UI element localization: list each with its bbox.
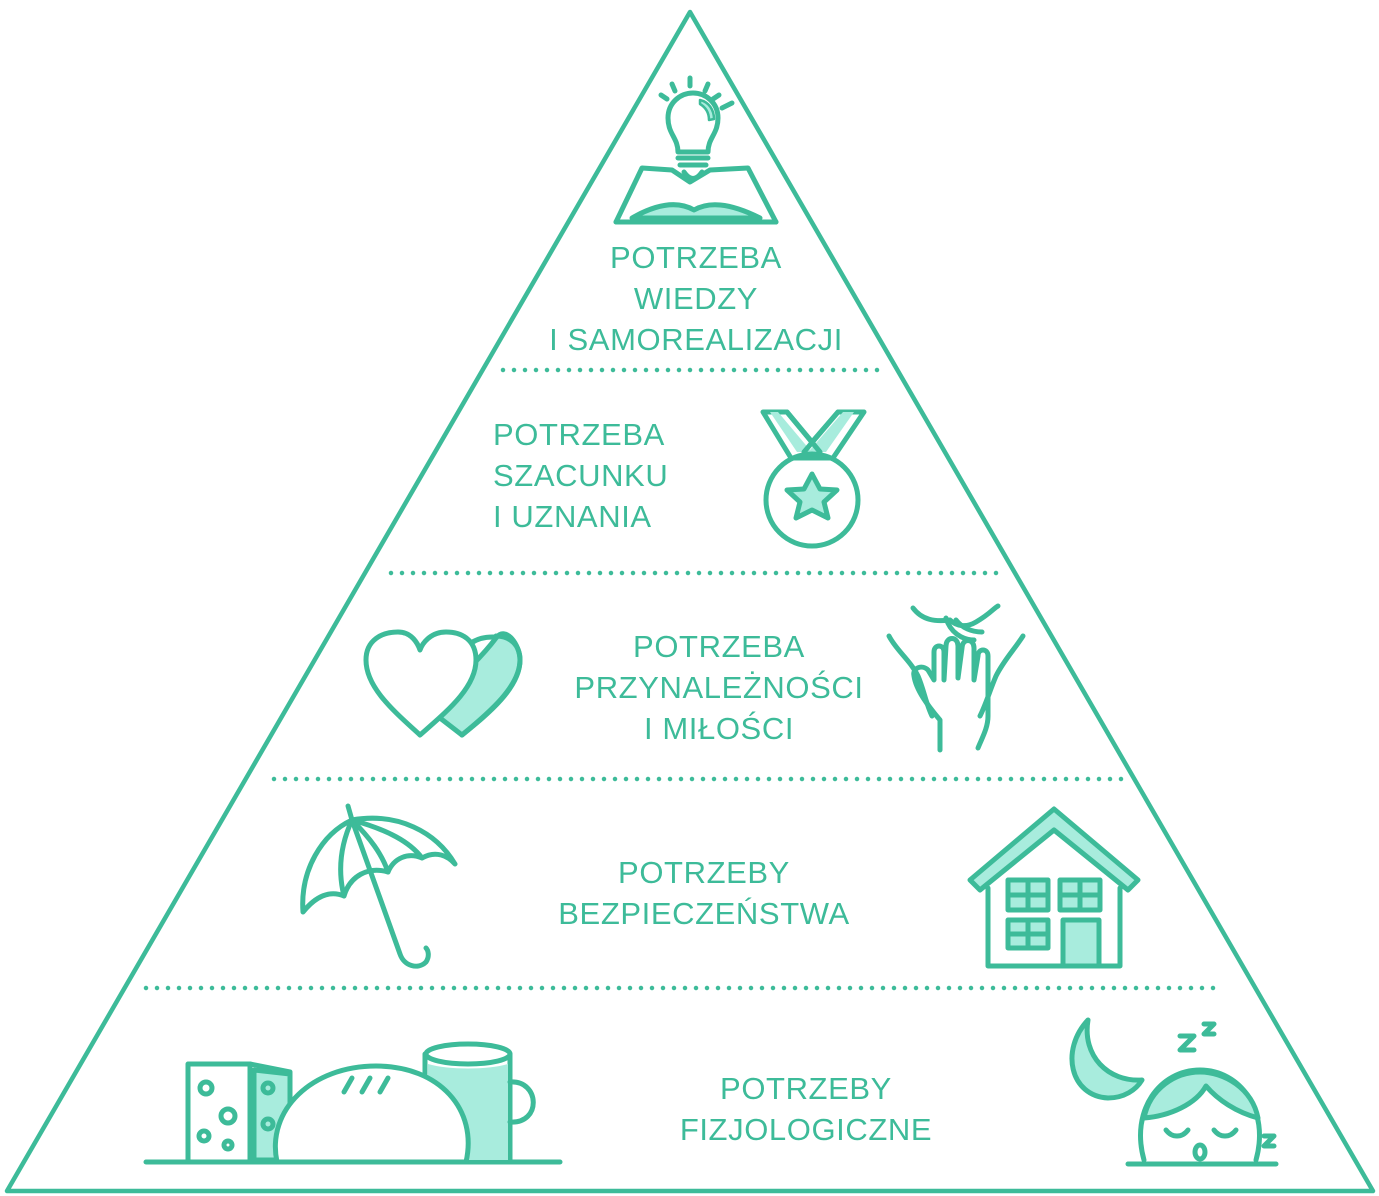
moon-sleeping-face-icon: [1069, 1017, 1279, 1167]
two-hearts-icon: [363, 629, 523, 738]
house-icon: [967, 806, 1141, 969]
label-line: POTRZEBY: [720, 1071, 892, 1106]
level-label-esteem: POTRZEBA SZACUNKU I UZNANIA: [493, 414, 668, 537]
label-line: SZACUNKU: [493, 458, 669, 493]
label-line: BEZPIECZEŃSTWA: [558, 896, 850, 931]
label-line: POTRZEBA: [610, 240, 782, 275]
label-line: I SAMOREALIZACJI: [549, 322, 843, 357]
cheese-bread-mug-icon: [143, 1041, 563, 1165]
level-label-self-actualization: POTRZEBA WIEDZY I SAMOREALIZACJI: [549, 237, 843, 360]
level-label-physiological: POTRZEBY FIZJOLOGICZNE: [680, 1068, 932, 1150]
medal-star-icon: [760, 409, 867, 549]
label-line: I UZNANIA: [493, 499, 652, 534]
label-line: WIEDZY: [633, 281, 759, 316]
label-line: PRZYNALEŻNOŚCI: [574, 670, 864, 705]
umbrella-icon: [300, 803, 458, 969]
label-line: POTRZEBY: [618, 855, 790, 890]
level-label-belonging: POTRZEBA PRZYNALEŻNOŚCI I MIŁOŚCI: [574, 626, 863, 749]
label-line: FIZJOLOGICZNE: [679, 1112, 933, 1147]
label-line: POTRZEBA: [493, 417, 665, 452]
label-line: I MIŁOŚCI: [643, 711, 795, 746]
label-line: POTRZEBA: [633, 629, 805, 664]
lightbulb-book-icon: [613, 75, 779, 225]
level-label-safety: POTRZEBY BEZPIECZEŃSTWA: [558, 852, 849, 934]
holding-hands-icon: [886, 603, 1026, 753]
pyramid-outline: [4, 9, 1376, 1194]
